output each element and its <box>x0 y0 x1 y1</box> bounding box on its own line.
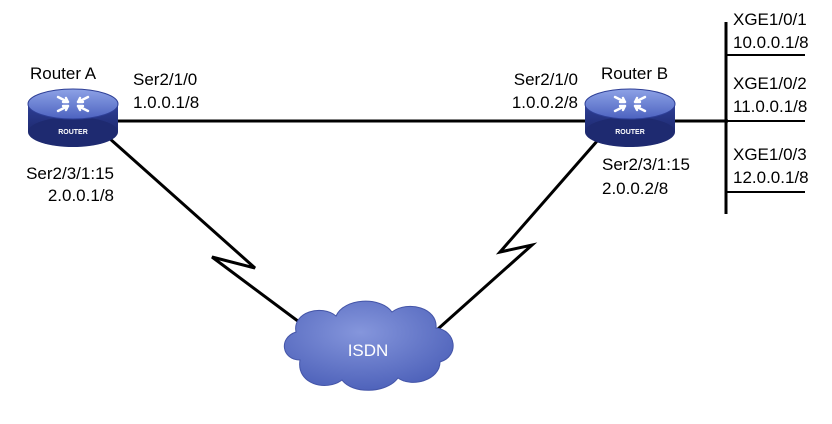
router-b-ser-main-interface: Ser2/1/0 <box>513 70 578 89</box>
port-3-ip: 12.0.0.1/8 <box>733 168 809 187</box>
isdn-cloud-label: ISDN <box>348 341 389 360</box>
router-b-badge: ROUTER <box>615 129 645 136</box>
router-b-name: Router B <box>601 64 669 83</box>
router-a-ser-isdn-ip: 2.0.0.1/8 <box>47 186 114 205</box>
router-b-ser-isdn-interface: Ser2/3/1:15 <box>602 155 690 174</box>
router-b-ser-isdn-ip: 2.0.0.2/8 <box>602 179 669 198</box>
router-a-badge: ROUTER <box>58 129 88 136</box>
isdn-link-b <box>419 139 600 347</box>
router-b-icon[interactable]: ROUTER <box>584 88 676 147</box>
port-1-interface: XGE1/0/1 <box>733 10 807 29</box>
router-b-ser-main-ip: 1.0.0.2/8 <box>511 93 578 112</box>
isdn-link-a <box>99 128 331 347</box>
router-a-icon[interactable]: ROUTER <box>27 88 119 147</box>
port-1-ip: 10.0.0.1/8 <box>733 33 809 52</box>
port-3-interface: XGE1/0/3 <box>733 145 807 164</box>
port-2-interface: XGE1/0/2 <box>733 74 807 93</box>
isdn-cloud-icon[interactable]: ISDN <box>284 300 454 391</box>
router-a-ser-main-interface: Ser2/1/0 <box>133 70 198 89</box>
port-2-ip: 11.0.0.1/8 <box>733 97 808 116</box>
router-a-ser-isdn-interface: Ser2/3/1:15 <box>26 164 114 183</box>
router-a-ser-main-ip: 1.0.0.1/8 <box>133 93 200 112</box>
router-a-name: Router A <box>30 64 97 83</box>
